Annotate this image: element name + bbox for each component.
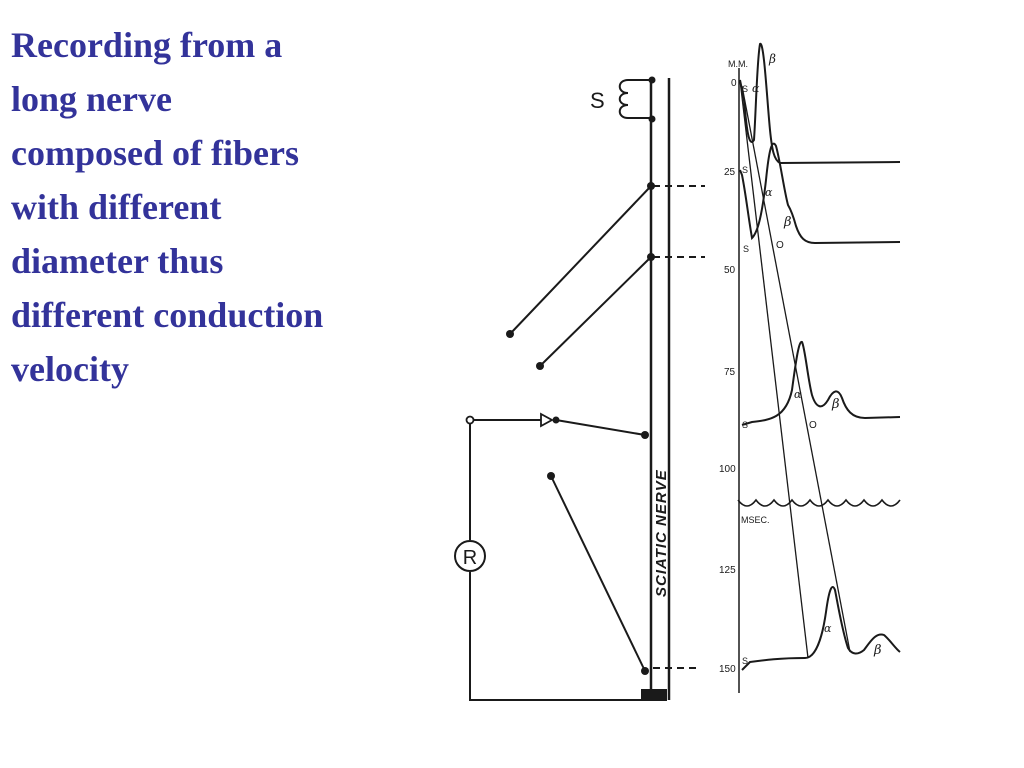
switch-lever — [555, 419, 646, 436]
time-unit-label: MSEC. — [741, 515, 770, 525]
distance-tick-label: 75 — [724, 367, 736, 378]
trace-25mm — [739, 142, 901, 245]
trace-75mm — [741, 340, 901, 426]
contact-point — [648, 115, 656, 123]
title-line-3: composed of fibers — [11, 133, 299, 173]
lead-terminal — [506, 330, 514, 338]
slide-title: Recording from a long nerve composed of … — [11, 18, 421, 396]
beta-label: β — [873, 643, 882, 658]
distance-tick-label: 25 — [724, 167, 736, 178]
origin-mark: O — [809, 420, 817, 431]
title-line-6: different conduction — [11, 295, 324, 335]
lead-wire — [539, 256, 652, 367]
stimulator-label: S — [590, 88, 605, 113]
distance-tick-label: 150 — [719, 664, 736, 675]
title-line-5: diameter thus — [11, 241, 224, 281]
apparatus: S SCIATIC NERVE R — [454, 76, 705, 701]
beta-label: β — [831, 397, 840, 412]
stimulator-coil — [618, 79, 651, 119]
alpha-label: α — [824, 622, 832, 635]
stimulus-mark: S — [743, 244, 749, 254]
circuit-terminal — [465, 415, 475, 425]
lead-terminal — [536, 362, 544, 370]
title-line-1: Recording from a — [11, 25, 283, 65]
origin-mark: O — [776, 240, 784, 251]
distance-tick-label: 125 — [719, 565, 736, 576]
beta-label: β — [783, 215, 792, 230]
distance-tick-label: 0 — [731, 78, 737, 89]
stimulus-mark: S — [742, 84, 748, 94]
recording-circuit-wire — [469, 572, 645, 701]
lead-wire — [509, 185, 652, 335]
alpha-label: α — [752, 82, 760, 95]
contact-point — [648, 76, 656, 84]
nerve-label: SCIATIC NERVE — [653, 469, 670, 597]
trace-150mm — [741, 585, 901, 671]
recorder-circle — [454, 540, 486, 572]
time-scale-ticks — [737, 498, 901, 507]
lead-wire — [550, 475, 646, 672]
distance-tick-label: 100 — [719, 464, 736, 475]
distance-unit-label: M.M. — [728, 59, 748, 69]
beta-conduction-line — [741, 85, 851, 653]
lead-terminal — [547, 472, 555, 480]
title-line-7: velocity — [11, 349, 129, 389]
switch-arrow — [540, 412, 554, 428]
alpha-label: α — [794, 388, 802, 401]
distance-tick-label: 50 — [724, 265, 736, 276]
nerve-ground-block — [641, 689, 667, 701]
stimulus-mark: S — [742, 420, 748, 430]
title-line-4: with different — [11, 187, 222, 227]
trace-0mm — [739, 42, 901, 165]
stimulus-mark: S — [742, 656, 748, 666]
nerve-recording-figure: S SCIATIC NERVE R — [454, 42, 901, 701]
recorder-label: R — [463, 547, 477, 569]
beta-label: β — [768, 52, 776, 66]
alpha-conduction-line — [739, 79, 809, 659]
recording-panel: M.M. 0 25 50 75 100 125 150 S α β S S α … — [719, 42, 901, 693]
alpha-label: α — [765, 186, 773, 199]
stimulus-mark: S — [742, 165, 748, 175]
title-line-2: long nerve — [11, 79, 172, 119]
